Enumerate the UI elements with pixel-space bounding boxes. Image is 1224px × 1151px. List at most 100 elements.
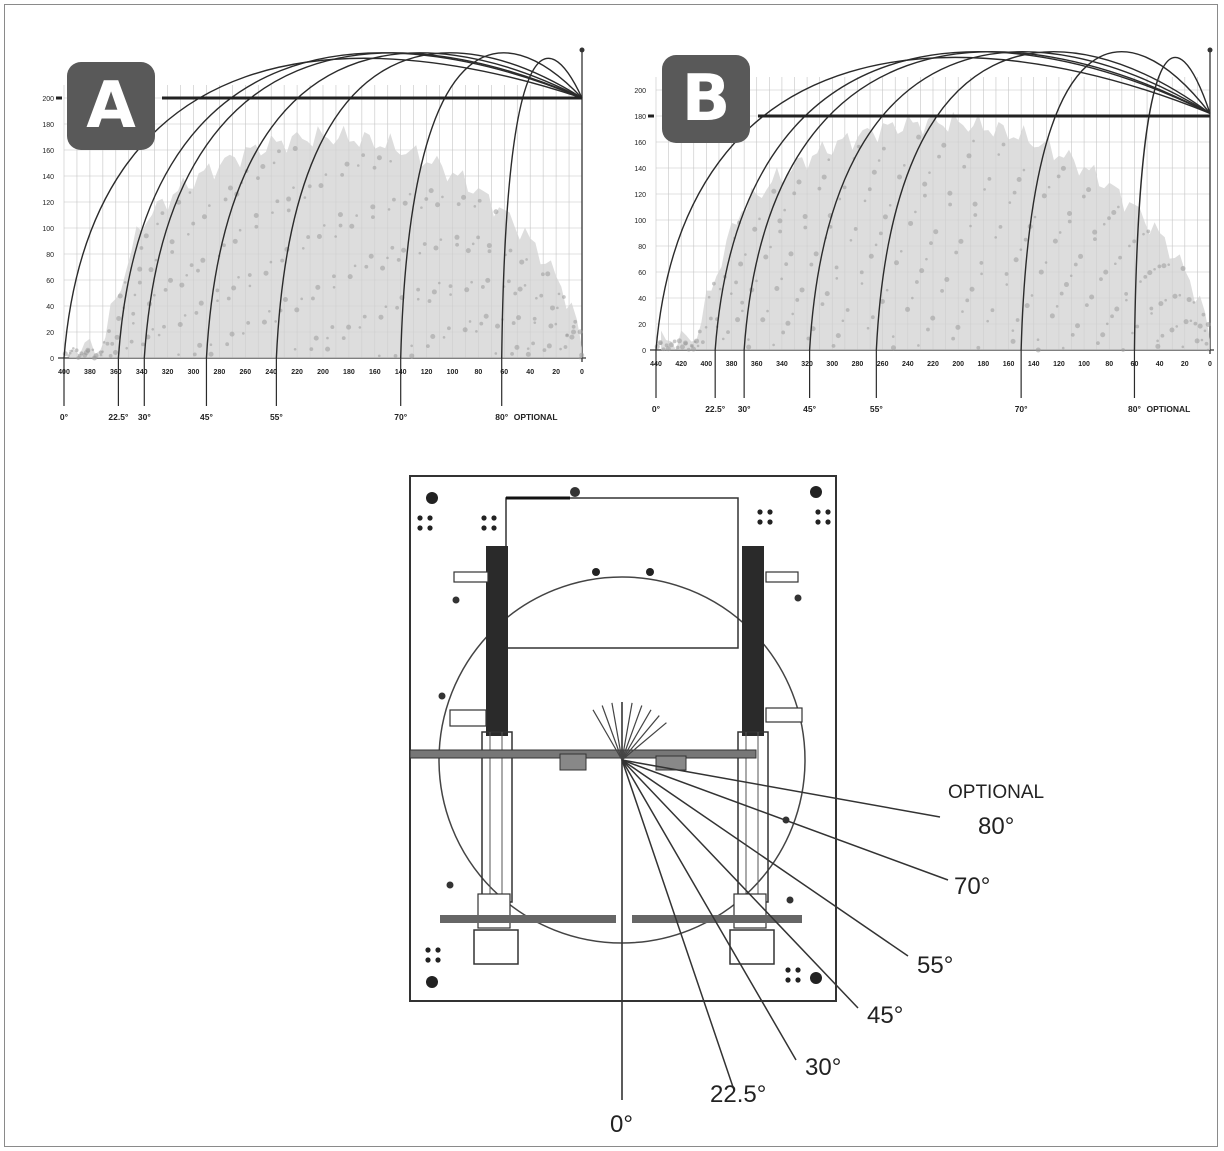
speckle xyxy=(824,291,830,297)
speckle xyxy=(470,280,473,284)
speckle xyxy=(954,250,959,255)
speckle xyxy=(475,330,478,333)
left-upper-arm xyxy=(453,571,489,583)
x-tick-label: 280 xyxy=(852,361,864,368)
speckle xyxy=(525,351,531,357)
speckle xyxy=(704,325,708,329)
speckle xyxy=(980,272,983,276)
speckle xyxy=(738,261,744,267)
speckle xyxy=(229,331,235,337)
speckle xyxy=(422,242,427,246)
speckle xyxy=(961,310,964,313)
speckle xyxy=(1183,319,1189,325)
hub-right xyxy=(655,755,687,771)
speckle xyxy=(700,340,705,345)
speckle xyxy=(923,193,927,198)
speckle xyxy=(1069,274,1073,278)
corner-bolt xyxy=(810,972,822,984)
hole-dot xyxy=(435,947,441,953)
speckle xyxy=(418,251,422,255)
hole-dot xyxy=(795,967,801,973)
speckle xyxy=(99,353,103,357)
speckle xyxy=(170,250,175,254)
reverse-fan-line xyxy=(592,709,623,761)
y-tick-label: 160 xyxy=(42,148,54,155)
speckle xyxy=(153,293,156,297)
plan-label-45: 45° xyxy=(867,1002,903,1029)
speckle xyxy=(741,309,744,313)
speckle xyxy=(693,340,697,343)
speckle xyxy=(362,314,367,319)
speckle xyxy=(740,300,745,305)
speckle xyxy=(1038,269,1044,275)
speckle xyxy=(132,321,135,325)
speckle xyxy=(439,238,443,241)
speckle xyxy=(371,215,375,220)
speckle xyxy=(772,343,775,347)
speckle xyxy=(325,346,331,352)
speckle xyxy=(179,282,185,288)
speckle xyxy=(1103,269,1109,275)
speckle xyxy=(1156,339,1159,343)
y-tick-label: 120 xyxy=(42,200,54,207)
speckle xyxy=(828,224,833,229)
speckle xyxy=(1041,193,1047,199)
angle-ray-5 xyxy=(621,759,735,1091)
x-tick-label: 0 xyxy=(1208,361,1212,368)
speckle xyxy=(196,268,200,273)
reach-arc-5 xyxy=(1020,51,1211,351)
speckle xyxy=(216,299,219,302)
speckle xyxy=(881,146,886,151)
speckle xyxy=(771,188,777,194)
speckle xyxy=(1201,312,1206,317)
speckle xyxy=(428,188,434,194)
speckle xyxy=(154,258,158,262)
speckle xyxy=(817,186,822,191)
x-tick-label: 340 xyxy=(776,361,788,368)
angle-ray-4 xyxy=(621,759,797,1061)
speckle xyxy=(437,281,441,285)
speckle xyxy=(747,338,750,341)
speckle xyxy=(1192,301,1196,304)
speckle xyxy=(542,348,547,353)
speckle xyxy=(318,183,324,189)
right-post-cylinder xyxy=(742,546,764,736)
angle-label: 0° xyxy=(652,404,661,414)
speckle xyxy=(358,326,362,329)
x-tick-label: 40 xyxy=(1156,361,1164,368)
x-tick-label: 20 xyxy=(552,369,560,376)
speckle xyxy=(114,334,120,340)
x-tick-label: 180 xyxy=(978,361,990,368)
speckle xyxy=(514,344,520,350)
speckle xyxy=(519,259,525,265)
speckle xyxy=(859,270,864,275)
speckle xyxy=(976,345,981,350)
speckle xyxy=(1060,165,1066,171)
speckle xyxy=(449,293,452,296)
speckle xyxy=(1084,303,1089,308)
speckle xyxy=(1161,263,1167,269)
angle-label: 30° xyxy=(138,412,151,422)
speckle xyxy=(540,272,545,277)
hole-dot xyxy=(427,525,433,531)
reach-arc-2 xyxy=(143,52,583,359)
x-tick-label: 320 xyxy=(162,369,174,376)
speckle xyxy=(1205,321,1211,327)
angle-label: 45° xyxy=(803,404,816,414)
speckle xyxy=(346,324,352,330)
speckle xyxy=(1203,329,1207,333)
optional-label: OPTIONAL xyxy=(514,412,558,422)
speckle xyxy=(987,176,992,181)
speckle xyxy=(919,268,925,274)
speckle xyxy=(874,243,878,247)
speckle xyxy=(903,164,906,167)
speckle xyxy=(752,226,758,232)
y-tick-label: 80 xyxy=(638,244,646,251)
speckle xyxy=(802,214,808,220)
speckle xyxy=(209,343,213,347)
reach-arc-2 xyxy=(743,51,1211,351)
speckle xyxy=(998,224,1003,229)
speckle xyxy=(735,317,741,323)
speckle xyxy=(1089,294,1095,300)
speckle xyxy=(1008,201,1012,204)
